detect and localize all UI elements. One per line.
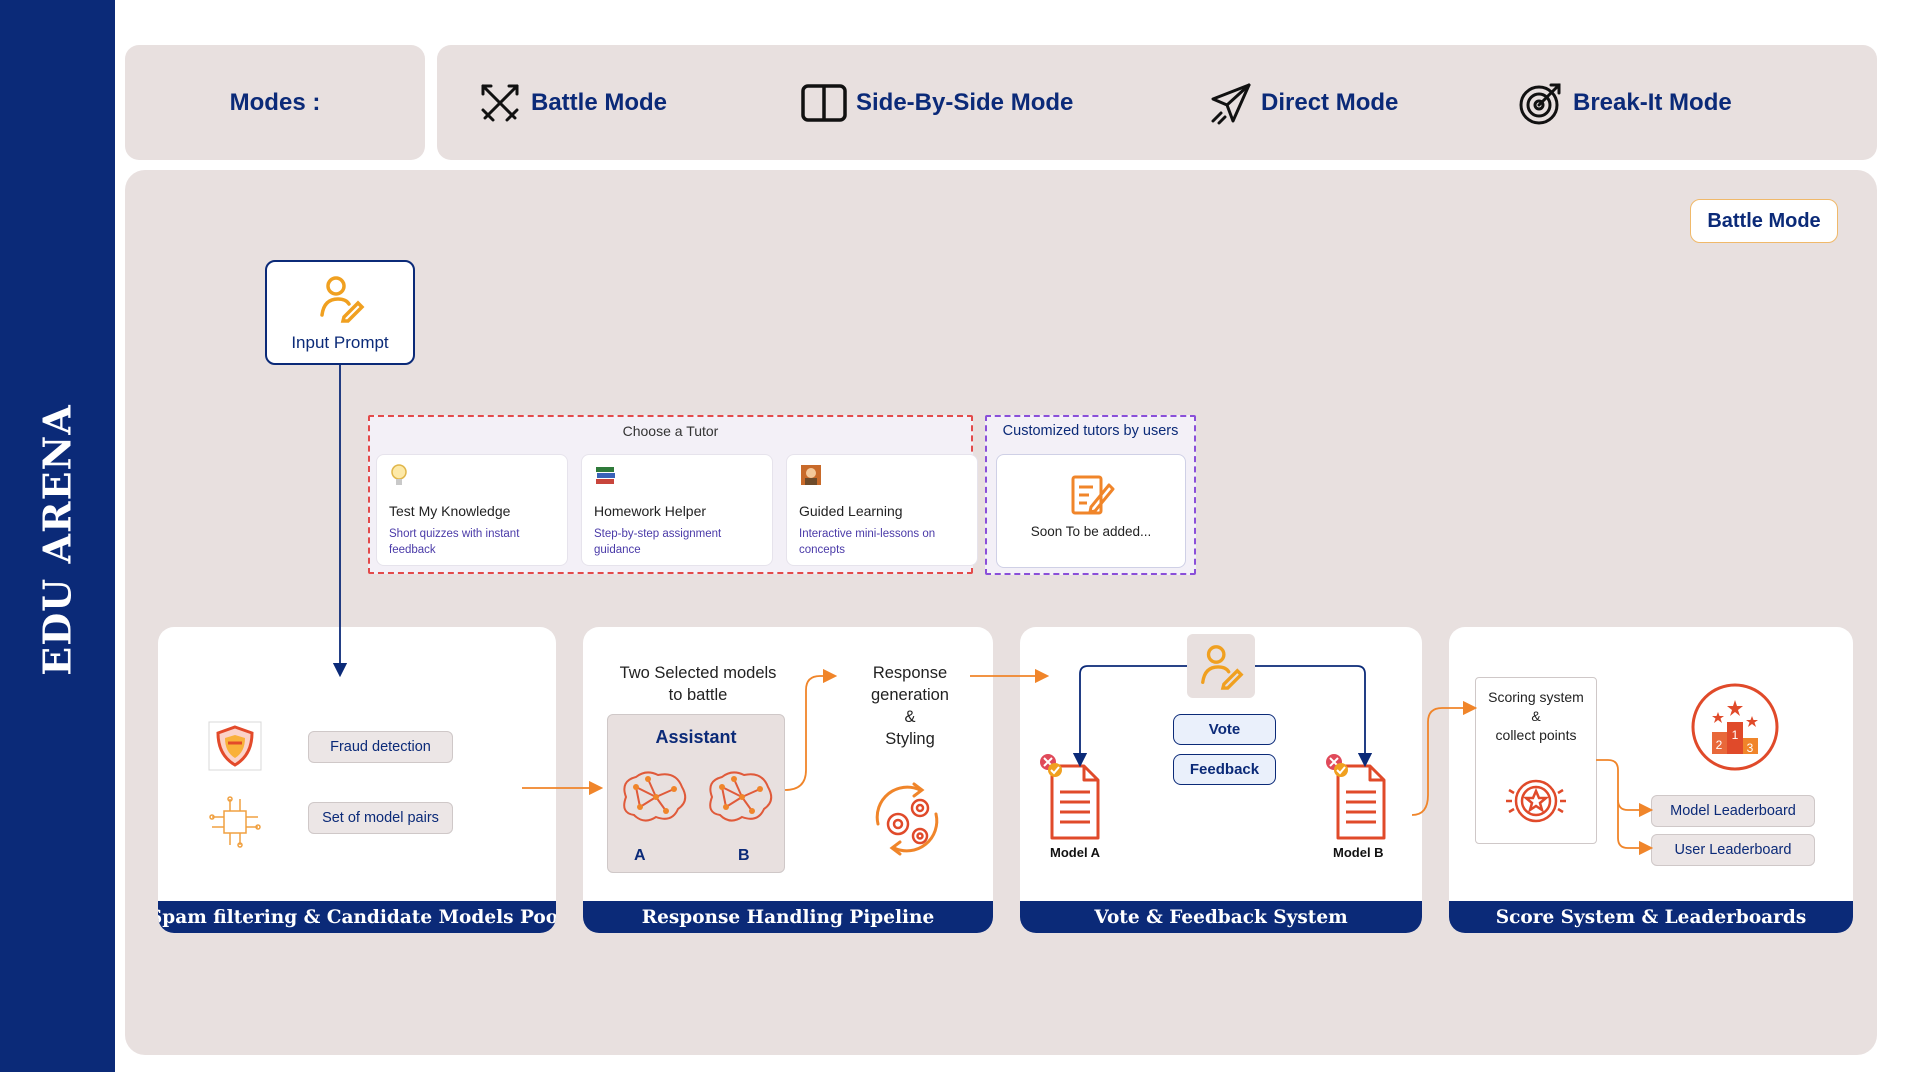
shield-icon bbox=[208, 721, 262, 771]
custom-tutors-group: Customized tutors by users Soon To be ad… bbox=[985, 415, 1196, 575]
custom-tutors-title: Customized tutors by users bbox=[1002, 423, 1179, 439]
open-book-icon bbox=[801, 83, 847, 122]
tutor-card-homework-helper[interactable]: Homework Helper Step-by-step assignment … bbox=[581, 454, 773, 566]
scoring-system-box: Scoring system & collect points bbox=[1475, 677, 1597, 844]
scoring-text: Scoring system & collect points bbox=[1488, 689, 1584, 743]
fraud-detection-pill: Fraud detection bbox=[308, 731, 453, 763]
input-prompt-box[interactable]: Input Prompt bbox=[265, 260, 415, 365]
sidebar: EDU ARENA bbox=[0, 0, 115, 1072]
stage-footer: Spam filtering & Candidate Models Pool bbox=[158, 901, 556, 933]
star-badge-icon bbox=[1506, 779, 1566, 823]
brain-network-icon bbox=[623, 771, 687, 822]
brain-network-icon bbox=[709, 771, 773, 822]
input-prompt-label: Input Prompt bbox=[291, 333, 389, 352]
model-b-label: Model B bbox=[1333, 845, 1384, 860]
response-generation-text: Response generation & Styling bbox=[871, 664, 949, 748]
circuit-icon bbox=[209, 796, 261, 848]
custom-tutor-card[interactable]: Soon To be added... bbox=[996, 454, 1186, 568]
selected-models-text: Two Selected models to battle bbox=[619, 664, 777, 704]
svg-text:2: 2 bbox=[1716, 738, 1723, 752]
model-a-letter: A bbox=[634, 847, 646, 864]
stage-footer: Score System & Leaderboards bbox=[1449, 901, 1853, 933]
modes-label-panel: Modes : bbox=[125, 45, 425, 160]
modes-label: Modes : bbox=[229, 88, 321, 116]
model-leaderboard-button[interactable]: Model Leaderboard bbox=[1651, 795, 1815, 827]
tutor-card-title: Homework Helper bbox=[594, 503, 707, 519]
mode-break-it[interactable]: Break-It Mode bbox=[1517, 45, 1732, 160]
tutor-card-description: Interactive mini-lessons on concepts bbox=[799, 528, 936, 556]
app-title: EDU ARENA bbox=[34, 404, 80, 676]
custom-tutor-label: Soon To be added... bbox=[1030, 524, 1152, 539]
choose-tutor-group: Choose a Tutor Test My Knowledge Short q… bbox=[368, 415, 978, 574]
voter-box bbox=[1187, 634, 1255, 698]
tutor-card-test-knowledge[interactable]: Test My Knowledge Short quizzes with ins… bbox=[376, 454, 568, 566]
svg-text:1: 1 bbox=[1732, 728, 1739, 742]
stage-footer: Vote & Feedback System bbox=[1020, 901, 1422, 933]
paper-plane-icon bbox=[1211, 83, 1251, 124]
assistant-title: Assistant bbox=[655, 727, 737, 747]
books-icon bbox=[596, 467, 615, 484]
mode-direct[interactable]: Direct Mode bbox=[1209, 45, 1398, 160]
gears-icon bbox=[875, 782, 939, 856]
stage-footer: Response Handling Pipeline bbox=[583, 901, 993, 933]
model-b-letter: B bbox=[738, 847, 750, 864]
tutor-card-description: Short quizzes with instant feedback bbox=[389, 528, 520, 556]
mode-break-it-label: Break-It Mode bbox=[1573, 88, 1732, 116]
stage-spam-filtering: Spam filtering & Candidate Models Pool bbox=[158, 627, 556, 933]
tutor-card-title: Test My Knowledge bbox=[389, 503, 511, 519]
edit-document-icon bbox=[1071, 475, 1115, 515]
mode-side-by-side[interactable]: Side-By-Side Mode bbox=[800, 45, 1073, 160]
target-arrow-icon bbox=[1519, 83, 1561, 124]
user-edit-icon bbox=[320, 276, 365, 323]
model-a-label: Model A bbox=[1050, 845, 1101, 860]
mode-battle-label: Battle Mode bbox=[531, 88, 668, 116]
tutor-card-guided-learning[interactable]: Guided Learning Interactive mini-lessons… bbox=[786, 454, 978, 566]
tutor-card-title: Guided Learning bbox=[799, 503, 903, 519]
choose-tutor-title: Choose a Tutor bbox=[622, 423, 719, 439]
model-pairs-pill: Set of model pairs bbox=[308, 802, 453, 834]
svg-text:3: 3 bbox=[1747, 741, 1754, 755]
mode-direct-label: Direct Mode bbox=[1261, 88, 1399, 116]
mode-battle[interactable]: Battle Mode bbox=[477, 45, 667, 160]
vote-button[interactable]: Vote bbox=[1173, 714, 1276, 745]
user-leaderboard-button[interactable]: User Leaderboard bbox=[1651, 834, 1815, 866]
crossed-swords-icon bbox=[481, 84, 519, 121]
modes-panel: Battle Mode Side-By-Side Mode Direct Mod… bbox=[437, 45, 1877, 160]
active-mode-badge: Battle Mode bbox=[1690, 199, 1838, 243]
user-edit-icon bbox=[1201, 645, 1244, 690]
podium-icon: 2 1 3 bbox=[1691, 683, 1779, 771]
teacher-icon bbox=[801, 465, 821, 485]
lightbulb-icon bbox=[391, 464, 407, 485]
mode-side-by-side-label: Side-By-Side Mode bbox=[856, 88, 1074, 116]
tutor-card-description: Step-by-step assignment guidance bbox=[594, 528, 722, 556]
document-b-icon bbox=[1326, 754, 1386, 840]
assistant-box: Assistant A B bbox=[607, 714, 785, 873]
feedback-button[interactable]: Feedback bbox=[1173, 754, 1276, 785]
document-a-icon bbox=[1040, 754, 1100, 840]
